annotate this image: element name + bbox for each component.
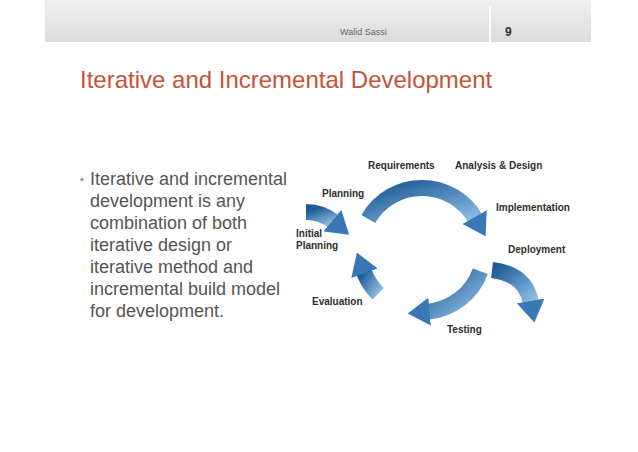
cycle-arrow — [368, 188, 475, 219]
phase-label: Planning — [322, 188, 364, 200]
author-name: Walid Sassi — [340, 27, 387, 37]
bullet-mark: • — [80, 172, 84, 186]
phase-label: Analysis & Design — [455, 160, 542, 172]
phase-label: Implementation — [496, 202, 570, 214]
entry-arrow — [306, 212, 334, 222]
cycle-arrow — [427, 271, 480, 312]
phase-label: Evaluation — [312, 296, 363, 308]
phase-label: Initial Planning — [296, 228, 340, 252]
bullet-text: Iterative and incremental development is… — [90, 168, 295, 322]
header-divider — [489, 6, 491, 42]
slide-title: Iterative and Incremental Development — [80, 66, 492, 94]
phase-label: Deployment — [508, 244, 565, 256]
phase-label: Testing — [447, 324, 482, 336]
cycle-arrow — [364, 271, 379, 294]
phase-label: Requirements — [368, 160, 435, 172]
exit-arrow — [492, 270, 531, 303]
page-number: 9 — [505, 25, 512, 39]
header-bar — [45, 0, 591, 42]
